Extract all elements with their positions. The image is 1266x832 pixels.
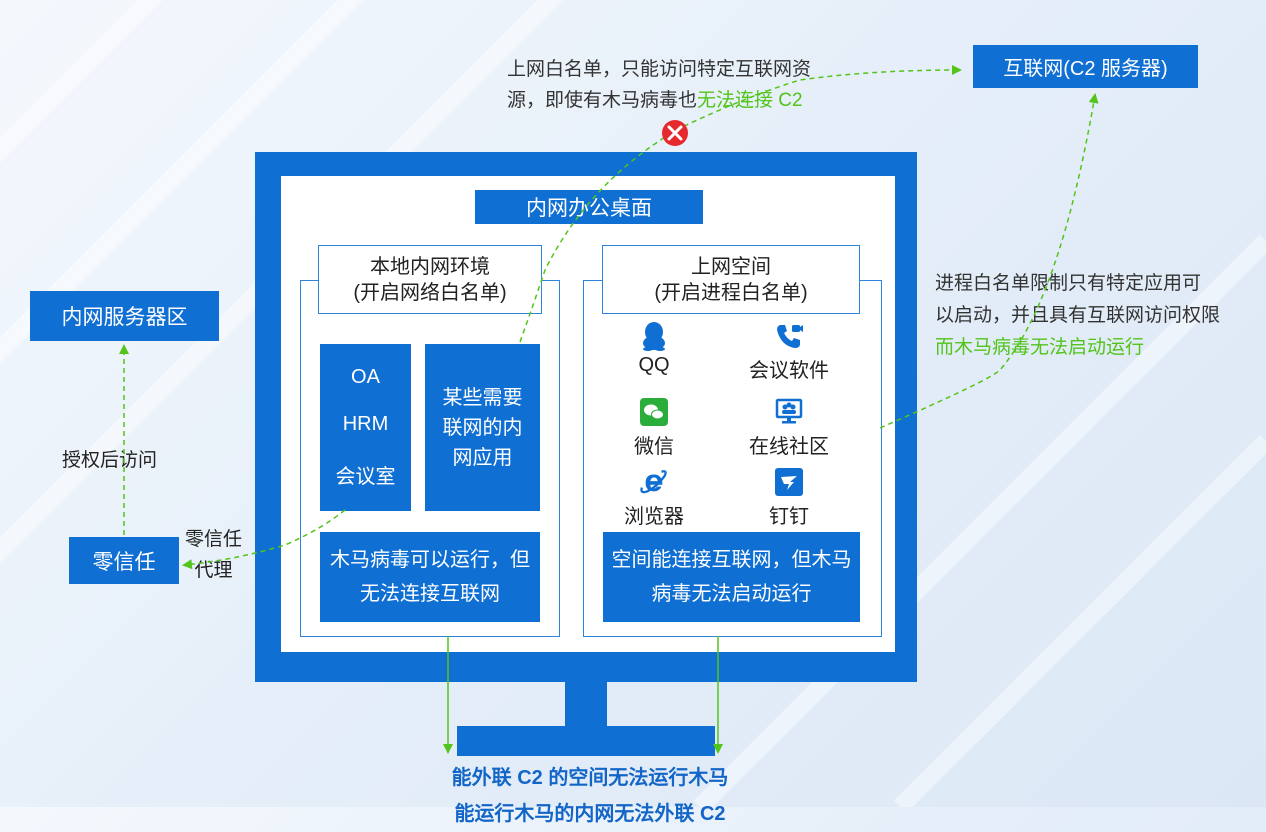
- networked-intranet-apps-box: 某些需要 联网的内 网应用: [425, 344, 540, 511]
- app-wechat: 微信: [594, 398, 714, 459]
- internet-whitelist-note: 上网白名单，只能访问特定互联网资 源，即使有木马病毒也无法连接 C2: [507, 54, 847, 116]
- internet-c2-server-box: 互联网(C2 服务器): [973, 45, 1198, 88]
- qq-icon: [640, 322, 668, 351]
- app-meeting-software: 会议软件: [729, 322, 849, 383]
- app-hrm: HRM: [342, 413, 389, 435]
- zero-trust-box: 零信任: [69, 537, 179, 584]
- community-icon: [775, 398, 803, 426]
- app-browser: 浏览器: [594, 468, 714, 529]
- local-intranet-label: 本地内网环境 (开启网络白名单): [318, 245, 542, 314]
- zero-trust-proxy-label: 零信任 代理: [185, 529, 243, 581]
- monitor-base: [457, 726, 715, 756]
- intranet-desktop-title: 内网办公桌面: [475, 190, 703, 224]
- app-qq: QQ: [594, 322, 714, 377]
- left-status-box: 木马病毒可以运行，但 无法连接互联网: [320, 532, 540, 622]
- whitelist-note-line1: 上网白名单，只能访问特定互联网资: [507, 59, 812, 80]
- internet-space-label: 上网空间 (开启进程白名单): [602, 245, 860, 314]
- app-online-community: 在线社区: [729, 398, 849, 459]
- intranet-server-zone-box: 内网服务器区: [30, 291, 219, 341]
- phone-icon: [775, 322, 803, 350]
- app-meeting-room: 会议室: [335, 466, 396, 488]
- oa-hrm-meeting-box: OA HRM 会议室: [320, 344, 411, 511]
- cannot-connect-c2-text: 无法连接 C2: [697, 90, 803, 111]
- monitor-neck: [565, 682, 607, 728]
- process-whitelist-note: 进程白名单限制只有特定应用可 以启动，并且具有互联网访问权限 而木马病毒无法启动…: [935, 268, 1255, 364]
- wechat-icon: [640, 398, 668, 426]
- dingtalk-icon: [775, 468, 803, 496]
- whitelist-note-line2: 源，即使有木马病毒也无法连接 C2: [507, 90, 803, 111]
- trojan-cannot-run-text: 而木马病毒无法启动运行: [935, 337, 1145, 358]
- app-oa: OA: [351, 366, 380, 388]
- authorized-access-label: 授权后访问: [62, 450, 158, 471]
- conclusion-text: 能外联 C2 的空间无法运行木马 能运行木马的内网无法外联 C2: [451, 767, 729, 825]
- right-status-box: 空间能连接互联网，但木马 病毒无法启动运行: [603, 532, 860, 622]
- ie-browser-icon: [640, 468, 668, 496]
- app-dingtalk: 钉钉: [729, 468, 849, 529]
